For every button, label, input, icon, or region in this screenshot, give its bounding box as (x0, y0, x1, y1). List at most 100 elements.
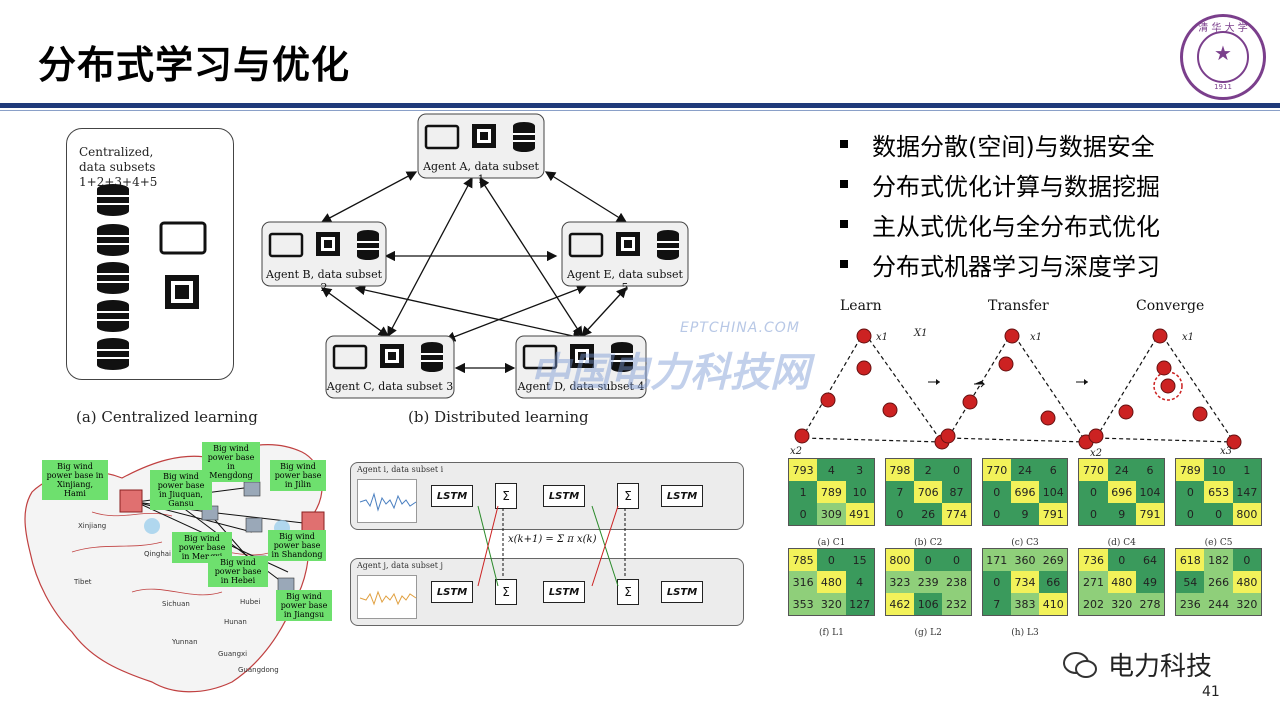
converge-title-transfer: Transfer (988, 298, 1049, 314)
confusion-cell: 0 (942, 549, 971, 571)
confusion-cell: 10 (845, 481, 874, 503)
sum-node: Σ (495, 579, 517, 605)
cpu-chip-icon (165, 275, 199, 309)
lstm-figure: Agent i, data subset i LSTM Σ LSTM Σ LST… (348, 460, 746, 628)
confusion-cell: 696 (1010, 481, 1040, 503)
agent-d-label: Agent D, data subset 4 (517, 380, 645, 393)
confusion-caption: (d) C4 (1107, 538, 1136, 548)
confusion-cell: 774 (942, 503, 971, 525)
confusion-cell: 64 (1135, 549, 1165, 571)
confusion-cell: 696 (1107, 481, 1136, 503)
title-rule-thin (0, 110, 1280, 111)
confusion-cell: 182 (1204, 549, 1233, 571)
confusion-cell: 24 (1107, 459, 1136, 481)
title-rule (0, 103, 1280, 108)
confusion-cell: 618 (1176, 549, 1205, 571)
sum-node: Σ (617, 579, 639, 605)
confusion-cell: 0 (817, 549, 846, 571)
watermark-url: EPTCHINA.COM (680, 320, 800, 336)
map-place: Hubei (240, 598, 261, 606)
confusion-cell: 320 (817, 593, 846, 615)
lstm-cell: LSTM (431, 581, 473, 603)
lstm-cell: LSTM (661, 485, 703, 507)
confusion-caption: (c) C3 (1011, 538, 1039, 548)
centralized-label-1: Centralized, (79, 145, 154, 159)
confusion-cell: 0 (982, 571, 1011, 593)
confusion-cell: 0 (885, 503, 915, 525)
confusion-cell: 127 (845, 593, 874, 615)
confusion-cell: 104 (1135, 481, 1165, 503)
confusion-cell: 316 (789, 571, 818, 593)
converge-diagram: x1 X1 x2 x1 x1 x2 x3 (790, 328, 1242, 456)
lstm-cell: LSTM (543, 581, 585, 603)
sum-node: Σ (495, 483, 517, 509)
map-label-xinjiang: Big wind power base in Xinjiang, Hami (42, 460, 108, 500)
confusion-cell: 202 (1079, 593, 1108, 615)
map-place: Qinghai (144, 550, 172, 558)
confusion-cell: 49 (1135, 571, 1165, 593)
agent-c-label: Agent C, data subset 3 (326, 380, 454, 393)
confusion-cell: 734 (1010, 571, 1040, 593)
database-icon (97, 262, 129, 294)
confusion-cell: 706 (914, 481, 943, 503)
confusion-cell: 232 (942, 593, 971, 615)
confusion-cell: 24 (1010, 459, 1040, 481)
confusion-caption: (f) L1 (818, 628, 844, 638)
wind-power-map: Big wind power base in Xinjiang, Hami Bi… (12, 432, 342, 712)
confusion-caption: (b) C2 (914, 538, 943, 548)
confusion-cell: 793 (789, 459, 818, 481)
confusion-cell: 785 (789, 549, 818, 571)
confusion-cell: 789 (1176, 459, 1205, 481)
square-bullet-icon (840, 220, 848, 228)
node-label: x1 (876, 332, 888, 343)
confusion-cell: 10 (1204, 459, 1233, 481)
confusion-cell: 320 (1232, 593, 1261, 615)
agent-i-label: Agent i, data subset i (357, 465, 444, 474)
page-title: 分布式学习与优化 (38, 43, 351, 87)
confusion-cell: 104 (1039, 481, 1068, 503)
confusion-cell: 360 (1010, 549, 1040, 571)
map-place: Tibet (74, 578, 92, 586)
node-label: x2 (1090, 448, 1102, 456)
bullet-item: 数据分散(空间)与数据安全 (840, 124, 1240, 164)
confusion-cell: 266 (1204, 571, 1233, 593)
node-label: x1 (1030, 332, 1042, 343)
node-label: x1 (1182, 332, 1194, 343)
node-label: x3 (1220, 446, 1232, 456)
map-place: Sichuan (162, 600, 190, 608)
confusion-cell: 2 (914, 459, 943, 481)
page-number: 41 (1202, 684, 1220, 700)
confusion-cell: 1 (1232, 459, 1261, 481)
confusion-cell: 54 (1176, 571, 1205, 593)
confusion-caption: (g) L2 (914, 628, 942, 638)
lstm-cell: LSTM (431, 485, 473, 507)
confusion-cell: 0 (914, 549, 943, 571)
database-icon (97, 184, 129, 216)
confusion-cell: 0 (1176, 503, 1205, 525)
signal-plot (357, 575, 417, 619)
confusion-cell: 7 (982, 593, 1011, 615)
agent-b-label: Agent B, data subset 2 (266, 268, 382, 294)
confusion-cell: 147 (1232, 481, 1261, 503)
bullet-list: 数据分散(空间)与数据安全 分布式优化计算与数据挖掘 主从式优化与全分布式优化 … (840, 124, 1240, 284)
agent-j-label: Agent j, data subset j (357, 561, 443, 570)
confusion-cell: 238 (942, 571, 971, 593)
confusion-cell: 323 (885, 571, 915, 593)
distributed-caption: (b) Distributed learning (408, 408, 589, 426)
confusion-cell: 271 (1079, 571, 1108, 593)
lstm-crosslinks (477, 505, 626, 587)
square-bullet-icon (840, 140, 848, 148)
